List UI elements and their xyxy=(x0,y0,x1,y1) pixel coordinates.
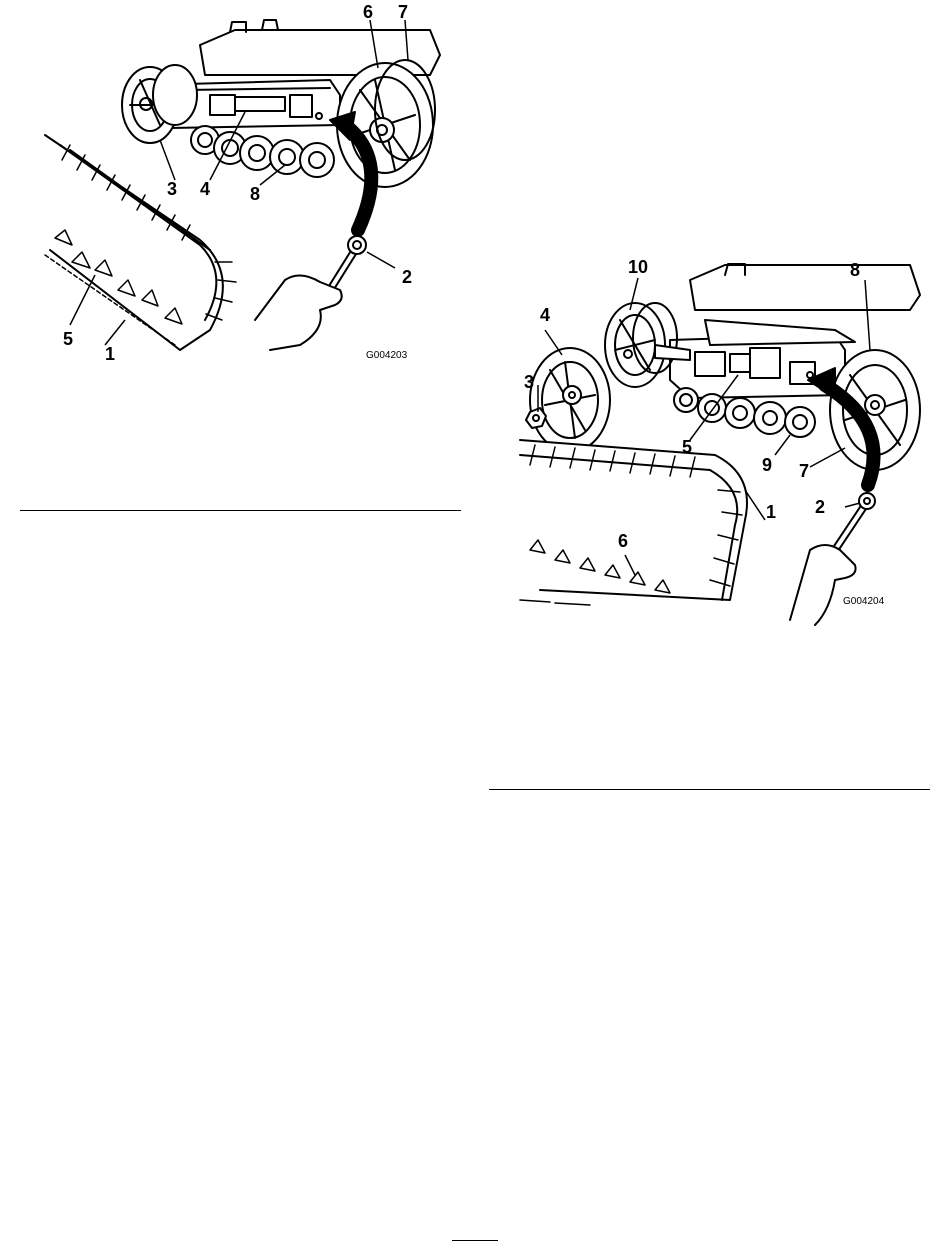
callout-8: 8 xyxy=(250,184,260,204)
callout-1: 1 xyxy=(766,502,776,522)
figure-idler-removal: 1 2 3 4 5 6 7 8 9 10 G004204 xyxy=(490,250,950,630)
callout-2: 2 xyxy=(402,267,412,287)
section-divider-left xyxy=(20,510,461,511)
figure-code: G004203 xyxy=(366,350,408,361)
section-divider-right xyxy=(489,789,930,790)
callout-1: 1 xyxy=(105,344,115,364)
callout-2: 2 xyxy=(815,497,825,517)
callout-6: 6 xyxy=(363,2,373,22)
callout-3: 3 xyxy=(167,179,177,199)
callout-8: 8 xyxy=(850,260,860,280)
callout-5: 5 xyxy=(682,437,692,457)
callout-9: 9 xyxy=(762,455,772,475)
callout-7: 7 xyxy=(799,461,809,481)
callout-10: 10 xyxy=(628,257,648,277)
figure-2-illustration: 1 2 3 4 5 6 7 8 9 10 G004204 xyxy=(490,250,950,630)
callout-5: 5 xyxy=(63,329,73,349)
callout-3: 3 xyxy=(524,372,534,392)
figure-code: G004204 xyxy=(843,596,885,607)
callout-7: 7 xyxy=(398,2,408,22)
callout-6: 6 xyxy=(618,531,628,551)
page-footer-rule xyxy=(452,1240,498,1241)
callout-4: 4 xyxy=(200,179,210,199)
figure-track-removal: 1 2 3 4 5 6 7 8 G004203 xyxy=(0,0,470,380)
callout-4: 4 xyxy=(540,305,550,325)
figure-1-illustration: 1 2 3 4 5 6 7 8 G004203 xyxy=(0,0,470,380)
